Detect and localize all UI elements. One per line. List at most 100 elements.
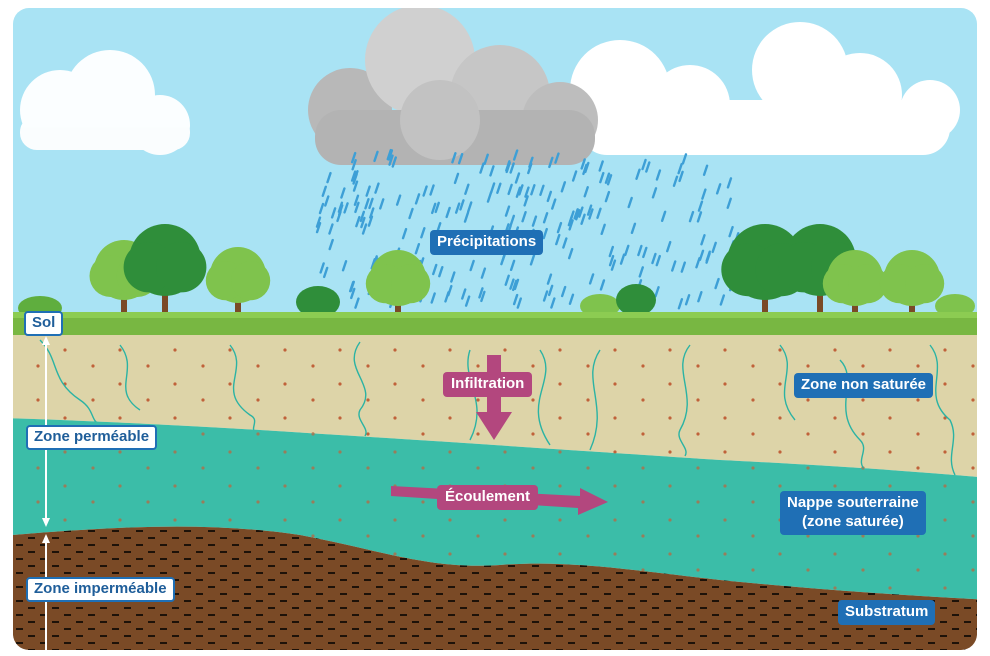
raindrop	[330, 207, 337, 219]
raindrop	[504, 205, 511, 217]
raindrop	[554, 152, 560, 164]
raindrop	[365, 185, 371, 197]
raindrop	[645, 161, 651, 173]
raindrop	[387, 149, 394, 161]
cloud-left	[20, 50, 190, 155]
raindrop	[546, 273, 553, 285]
raindrop	[588, 273, 595, 285]
raindrop	[688, 210, 695, 223]
raindrop	[641, 158, 647, 171]
grass-strip	[13, 312, 977, 340]
raindrop	[509, 162, 515, 174]
raindrop	[619, 253, 626, 265]
raindrop	[328, 223, 334, 235]
raindrop	[711, 241, 717, 254]
raindrop	[514, 172, 521, 184]
raindrop	[578, 206, 584, 218]
raindrop	[350, 170, 357, 182]
raindrop	[531, 215, 538, 227]
raindrop	[496, 182, 502, 194]
raindrop	[681, 153, 688, 165]
raindrop	[698, 249, 705, 261]
label-precipitations: Précipitations	[430, 230, 544, 255]
label-zone-impermeable: Zone imperméable	[26, 577, 175, 602]
raindrop	[478, 287, 484, 299]
raindrop	[504, 274, 510, 286]
raindrop	[505, 161, 511, 174]
raindrop	[700, 234, 706, 246]
rain-cloud	[308, 8, 598, 165]
label-nappe-line2: (zone saturée)	[802, 512, 904, 530]
raindrop	[326, 171, 332, 184]
raindrop	[373, 150, 379, 163]
label-zone-non-saturee: Zone non saturée	[794, 373, 934, 398]
raindrop	[480, 267, 487, 279]
raindrop	[598, 160, 604, 172]
raindrop	[457, 152, 464, 165]
raindrop	[600, 223, 606, 236]
raindrop	[672, 175, 679, 187]
raindrop	[604, 172, 611, 184]
raindrop	[351, 159, 357, 171]
raindrop	[511, 279, 518, 292]
trees	[89, 224, 945, 312]
raindrop	[728, 225, 734, 238]
raindrop	[678, 170, 684, 183]
raindrop	[624, 244, 630, 257]
raindrop	[542, 290, 549, 302]
raindrop	[726, 197, 732, 209]
raindrop	[414, 193, 421, 205]
raindrop	[562, 237, 568, 249]
raindrop	[486, 191, 493, 203]
raindrop	[588, 208, 594, 220]
raindrop	[315, 216, 322, 228]
label-ecoulement: Écoulement	[437, 485, 539, 510]
raindrop	[479, 162, 485, 174]
label-infiltration: Infiltration	[443, 372, 533, 397]
raindrop	[580, 213, 586, 225]
raindrop	[337, 201, 344, 213]
raindrop	[726, 177, 733, 189]
raindrop	[489, 182, 496, 194]
raindrop	[680, 261, 686, 273]
raindrop	[715, 183, 722, 195]
raindrop	[542, 212, 549, 224]
raindrop	[500, 253, 506, 266]
raindrop	[599, 279, 606, 291]
tree	[123, 224, 207, 312]
raindrop	[714, 277, 720, 290]
raindrop	[515, 186, 522, 198]
raindrop	[348, 280, 355, 293]
raindrop	[352, 180, 359, 192]
raindrop	[469, 259, 475, 272]
raindrop	[509, 214, 516, 227]
raindrop	[367, 215, 374, 227]
raindrop	[684, 294, 691, 306]
raindrop	[575, 209, 581, 221]
raindrop	[354, 201, 360, 214]
raindrop	[408, 207, 414, 220]
raindrop	[521, 210, 527, 223]
raindrop	[586, 204, 593, 216]
raindrop	[651, 187, 658, 199]
raindrop	[321, 185, 327, 198]
raindrop	[551, 198, 557, 210]
raindrop	[655, 169, 662, 181]
raindrop	[696, 211, 703, 223]
raindrop	[524, 186, 530, 198]
raindrop	[567, 214, 574, 227]
raindrop	[464, 183, 470, 195]
raindrop	[340, 187, 346, 199]
raindrop	[463, 211, 470, 223]
raindrop	[509, 278, 515, 290]
raindrop	[350, 151, 357, 164]
raindrop	[459, 199, 465, 211]
raindrop	[560, 285, 567, 298]
raindrop	[542, 227, 548, 240]
raindrop	[555, 233, 561, 246]
raindrop	[401, 227, 408, 240]
raindrop	[527, 162, 533, 175]
raindrop	[608, 245, 615, 258]
raindrop	[550, 297, 556, 309]
raindrop	[606, 174, 613, 186]
